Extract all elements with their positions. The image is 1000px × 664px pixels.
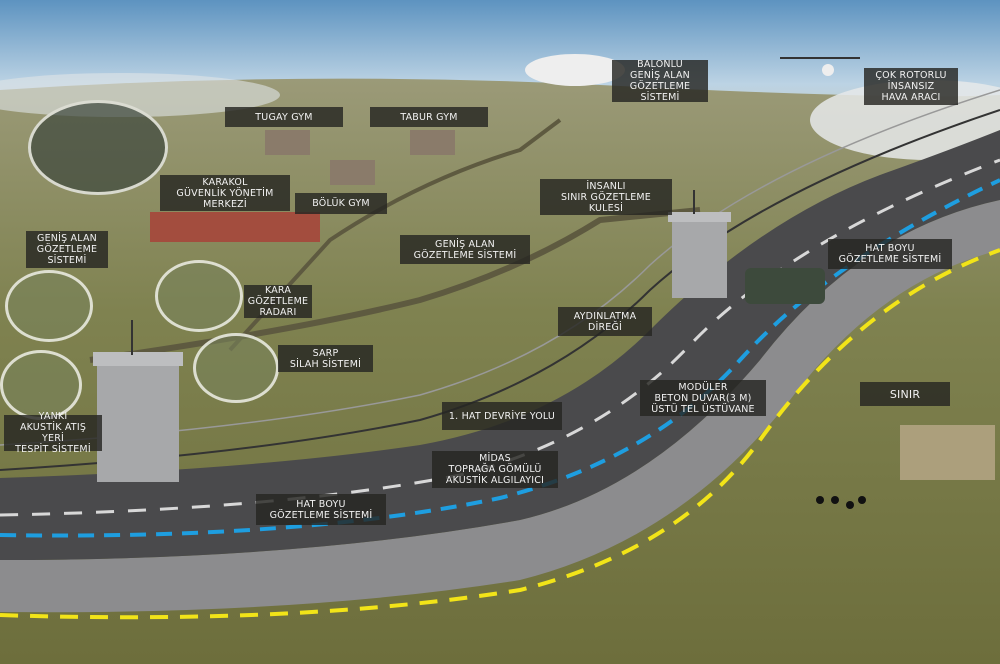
radar-bubble: [155, 260, 243, 332]
sarp-bubble: [193, 333, 279, 403]
label-border: SINIR: [860, 382, 950, 406]
soldiers: [816, 496, 866, 509]
label-line-surveillance-right: HAT BOYU GÖZETLEME SİSTEMİ: [828, 239, 952, 269]
dirt-road: [89, 207, 701, 363]
road-center-line: [0, 158, 1000, 517]
yanki-bubble: [0, 350, 82, 420]
aerostat-balloon: [525, 54, 625, 86]
armored-vehicle: [745, 268, 825, 304]
label-tugay-gym: TUGAY GYM: [225, 107, 343, 127]
label-karakol: KARAKOL GÜVENLİK YÖNETİM MERKEZİ: [160, 175, 290, 211]
label-patrol-road: 1. HAT DEVRİYE YOLU: [442, 402, 562, 430]
wide-area-camera-bubble: [5, 270, 93, 342]
label-balloon: BALONLU GENİŞ ALAN GÖZETLEME SİSTEMİ: [612, 59, 708, 103]
sensor-line: [0, 178, 1000, 538]
label-midas: MİDAS TOPRAĞA GÖMÜLÜ AKUSTİK ALGILAYICI: [432, 451, 558, 488]
label-boluk-gym: BÖLÜK GYM: [295, 193, 387, 214]
label-ground-radar: KARA GÖZETLEME RADARI: [244, 285, 312, 318]
label-wide-area-center: GENİŞ ALAN GÖZETLEME SİSTEMİ: [400, 235, 530, 264]
watch-tower-left: [93, 320, 183, 482]
label-line-surveillance-bottom: HAT BOYU GÖZETLEME SİSTEMİ: [256, 494, 386, 525]
tugay-building: [265, 130, 310, 155]
label-sarp: SARP SİLAH SİSTEMİ: [278, 345, 373, 372]
border-line: [0, 248, 1000, 620]
fence: [0, 109, 1000, 471]
watch-tower-right: [668, 190, 731, 298]
drone: [780, 57, 860, 76]
boluk-building: [330, 160, 375, 185]
label-manned-tower: İNSANLI SINIR GÖZETLEME KULESİ: [540, 179, 672, 215]
label-drone: ÇOK ROTORLU İNSANSIZ HAVA ARACI: [864, 68, 958, 105]
label-lighting-pole: AYDINLATMA DİREĞİ: [558, 307, 652, 336]
tabur-building: [410, 130, 455, 155]
concrete-blocks: [900, 425, 995, 480]
label-tabur-gym: TABUR GYM: [370, 107, 488, 127]
karakol-building: [150, 212, 320, 242]
karakol-monitor-bubble: [28, 100, 168, 195]
label-wide-area-left: GENİŞ ALAN GÖZETLEME SİSTEMİ: [26, 231, 108, 268]
label-concrete-wall: MODÜLER BETON DUVAR(3 M) ÜSTÜ TEL ÜSTÜVA…: [640, 380, 766, 416]
label-yanki: YANKI AKUSTİK ATIŞ YERİ TESPİT SİSTEMİ: [4, 411, 102, 455]
